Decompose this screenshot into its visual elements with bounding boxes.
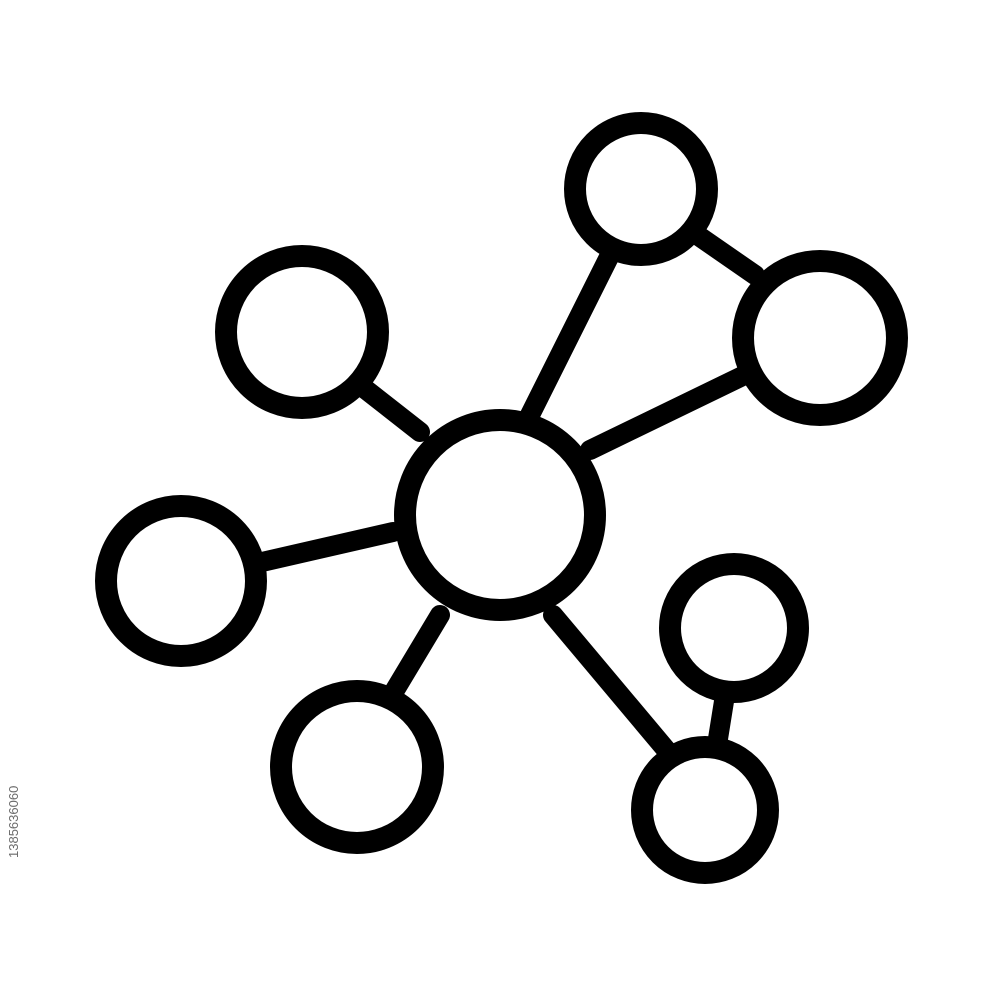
link-lowerright-small [707,685,735,755]
link-center-lowerleft [385,605,450,700]
lower-right-node [631,736,779,884]
link-center-lowerright [543,605,678,762]
top-node [564,112,718,266]
connector-lines [252,220,765,762]
stock-id-watermark: 1385636060 [6,785,21,858]
node-circles [95,112,908,884]
center-node [394,409,606,621]
link-center-left [252,522,403,572]
link-top-topright [680,220,765,285]
small-right-node [659,553,809,703]
link-center-top [520,245,620,425]
left-node [95,495,267,667]
link-center-upperleft [350,375,430,442]
top-right-node [732,250,908,426]
lower-left-node [270,680,444,854]
upper-left-node [215,245,389,419]
link-center-topright [580,360,765,460]
